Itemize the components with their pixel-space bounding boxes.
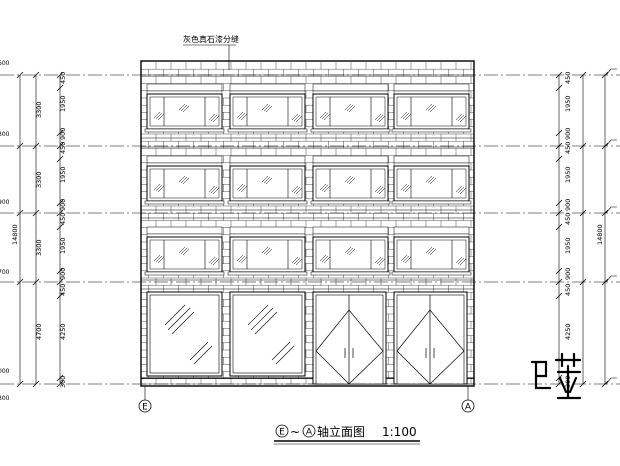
windows-group <box>144 83 472 276</box>
elev-label-6: 300 <box>0 395 10 402</box>
title-suffix: A <box>306 428 313 438</box>
r-inner-dim-10: 450 <box>564 284 572 296</box>
title-tilde: ~ <box>290 425 300 439</box>
window-1 <box>144 83 225 133</box>
r-inner-dim-5: 1950 <box>564 166 572 183</box>
r-inner-dim-1: 450 <box>564 72 572 84</box>
elev-label-5: 000 <box>0 368 10 375</box>
window-9 <box>144 226 225 276</box>
title-text: 轴立面图 <box>317 424 365 439</box>
window-2 <box>227 83 308 133</box>
window-3 <box>310 83 391 133</box>
r-inner-dim-2: 1950 <box>564 95 572 112</box>
left-dimensions <box>19 75 61 384</box>
elev-label-2: 300 <box>0 131 10 138</box>
inner-dim-5: 1950 <box>59 166 67 183</box>
level-lines <box>0 74 620 385</box>
inner-dim-2: 1950 <box>59 95 67 112</box>
signature-logo <box>530 352 582 400</box>
annotation-text: 灰色真石漆分缝 <box>183 34 239 44</box>
inner-dim-10: 450 <box>59 284 67 296</box>
window-8 <box>391 155 472 205</box>
base-dim-left: 300 <box>59 376 67 388</box>
r-inner-dim-8: 1950 <box>564 237 572 254</box>
inner-dim-1: 450 <box>59 72 67 84</box>
axis-marker-left: E <box>138 386 152 413</box>
window-4 <box>391 83 472 133</box>
r-inner-dim-6: 900 <box>564 199 572 211</box>
window-6 <box>227 155 308 205</box>
r-inner-dim-7: 450 <box>564 213 572 225</box>
r-inner-dim-3: 900 <box>564 128 572 140</box>
axis-label-left: E <box>142 403 148 413</box>
inner-dim-9: 900 <box>59 268 67 280</box>
elev-label-3: 900 <box>0 199 10 206</box>
drawing-title: E ~ A 轴立面图 1:100 <box>274 424 420 445</box>
story-dim-2: 3300 <box>35 171 43 188</box>
inner-dim-11: 4250 <box>59 323 67 340</box>
inner-dim-7: 450 <box>59 213 67 225</box>
r-total-dim: 14800 <box>596 224 604 245</box>
title-scale: 1:100 <box>382 425 417 439</box>
inner-dim-8: 1950 <box>59 237 67 254</box>
elev-label-4: 700 <box>0 269 10 276</box>
total-dim: 14800 <box>11 224 19 245</box>
axis-label-right: A <box>465 403 472 413</box>
r-inner-dim-11: 4250 <box>564 323 572 340</box>
inner-dim-6: 900 <box>59 199 67 211</box>
level-markers-right <box>605 68 617 385</box>
finish-annotation: 灰色真石漆分缝 <box>183 34 239 70</box>
ground-floor-openings <box>146 291 468 385</box>
story-dim-1: 3300 <box>35 101 43 118</box>
r-inner-dim-4: 450 <box>564 142 572 154</box>
elev-label-1: 600 <box>0 60 10 67</box>
door-leaves <box>315 295 465 385</box>
r-inner-dim-9: 900 <box>564 268 572 280</box>
inner-dim-3: 900 <box>59 128 67 140</box>
story-dim-4: 4700 <box>35 323 43 340</box>
window-10 <box>227 226 308 276</box>
window-7 <box>310 155 391 205</box>
axis-marker-right: A <box>461 386 475 413</box>
inner-dim-4: 450 <box>59 142 67 154</box>
window-12 <box>391 226 472 276</box>
story-dim-3: 3300 <box>35 239 43 256</box>
title-prefix: E <box>279 428 285 438</box>
glass-hatch <box>164 304 295 365</box>
window-5 <box>144 155 225 205</box>
right-dimensions <box>558 75 606 384</box>
window-11 <box>310 226 391 276</box>
